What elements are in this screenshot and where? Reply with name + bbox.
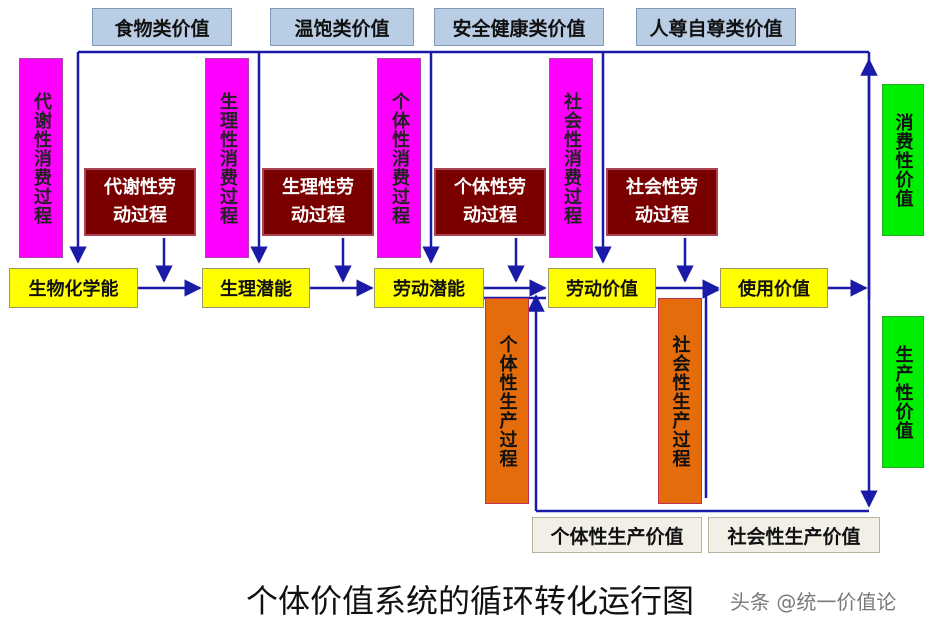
labor-process-individual: 个体性劳动过程 [434,168,546,236]
labor-process-social: 社会性劳动过程 [606,168,718,236]
bottom-label-social-production-value: 社会性生产价值 [708,517,880,553]
right-label-production-value: 生产性价值 [882,316,924,468]
production-process-individual: 个体性生产过程 [485,298,529,504]
chain-biochemical-energy: 生物化学能 [9,268,138,308]
top-label-subsistence-value: 温饱类价值 [270,8,414,46]
chain-use-value: 使用价值 [720,268,828,308]
chain-labor-potential: 劳动潜能 [374,268,484,308]
consumption-process-physiological: 生理性消费过程 [205,58,249,258]
bottom-label-individual-production-value: 个体性生产价值 [532,517,702,553]
diagram-caption: 个体价值系统的循环转化运行图 [246,582,695,620]
labor-process-physiological: 生理性劳动过程 [262,168,374,236]
consumption-process-individual: 个体性消费过程 [377,58,421,258]
top-label-food-value: 食物类价值 [92,8,232,46]
chain-physiological-potential: 生理潜能 [202,268,310,308]
top-label-dignity-value: 人尊自尊类价值 [636,8,796,46]
consumption-process-social: 社会性消费过程 [549,58,593,258]
production-process-social: 社会性生产过程 [658,298,702,504]
labor-process-metabolic: 代谢性劳动过程 [84,168,196,236]
chain-labor-value: 劳动价值 [548,268,656,308]
consumption-process-metabolic: 代谢性消费过程 [19,58,63,258]
watermark: 头条 @统一价值论 [730,590,897,614]
right-label-consumption-value: 消费性价值 [882,84,924,236]
top-label-safety-health-value: 安全健康类价值 [434,8,604,46]
